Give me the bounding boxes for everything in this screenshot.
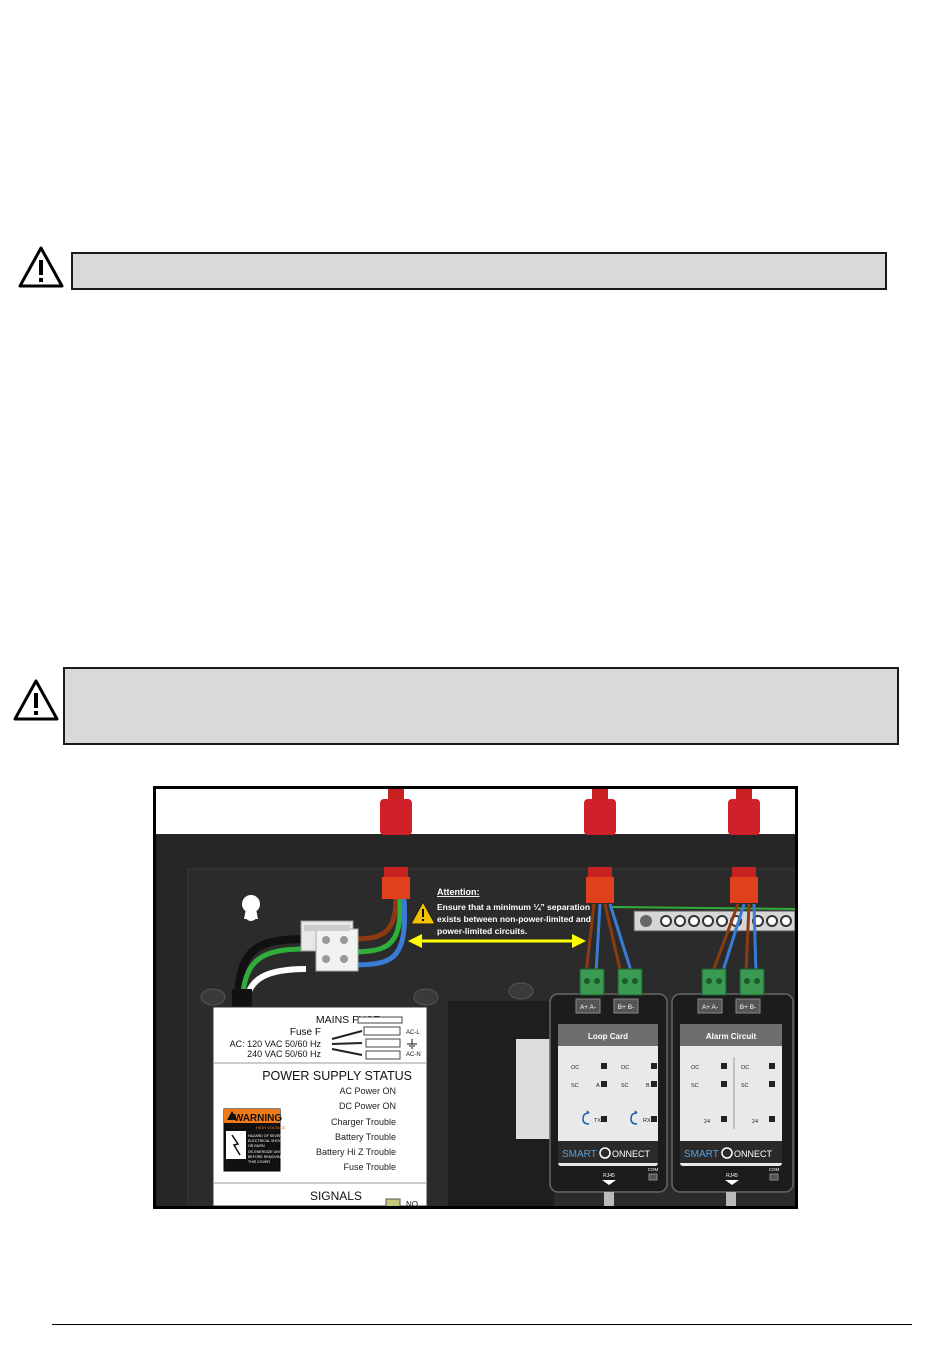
loop-card-terminals-a: A+ A- (580, 1004, 596, 1011)
signals-no-label: NO (406, 1200, 418, 1206)
alarm-card-24v-right: 24 (752, 1119, 758, 1125)
loop-card-oc-left: OC (571, 1065, 579, 1071)
warning-sticker-text-4: DE-ENERGIZE UNIT (248, 1150, 283, 1154)
signals-title: SIGNALS (310, 1189, 362, 1203)
alarm-card-oc-left: OC (691, 1065, 699, 1071)
ac-terminal-block (300, 920, 359, 972)
loop-card-rx-label: RX (643, 1118, 651, 1124)
warning-triangle-icon (13, 679, 59, 721)
warning-sticker-text-1: HAZARD OF SEVERE (248, 1134, 285, 1138)
loop-card-b-label: B (646, 1083, 650, 1089)
loop-card-tx-label: TX (594, 1118, 601, 1124)
alarm-card-terminal-b (739, 968, 765, 996)
loop-card-sc-right: SC (621, 1083, 629, 1089)
fuse-f-label: Fuse F (290, 1027, 321, 1038)
footer-rule (52, 1324, 912, 1325)
loop-card-terminal-a (579, 968, 605, 996)
warning-sticker-title: WARNING (234, 1113, 283, 1124)
ground-icon (407, 1039, 417, 1049)
cable-gland-1 (380, 789, 412, 899)
warning-sticker-text-6: THIS COVER (248, 1160, 270, 1164)
separation-arrow (408, 934, 586, 948)
loop-card-rj45: RJ45 (603, 1173, 615, 1179)
keyhole-icon (242, 895, 260, 921)
alarm-circuit-module: Alarm Circuit A+ A- B+ B- OC OC SC SC 24… (671, 968, 794, 1193)
loop-card-terminals-b: B+ B- (618, 1004, 634, 1011)
cable-gland-3 (728, 789, 760, 903)
warning-sticker-sub: HIGH VOLTAGE (256, 1125, 286, 1130)
attention-line-1: Ensure that a minimum ¼” separation (437, 902, 590, 912)
loop-card-brand-connect: ONNECT (612, 1149, 651, 1159)
attention-title: Attention: (437, 887, 480, 897)
ac-rating-line-2: 240 VAC 50/60 Hz (247, 1049, 321, 1059)
loop-card-oc-right: OC (621, 1065, 629, 1071)
caution-note-box (71, 252, 887, 290)
alarm-card-brand-smart: SMART (684, 1149, 719, 1160)
alarm-card-sc-left: SC (691, 1083, 699, 1089)
alarm-card-brand-connect: ONNECT (734, 1149, 773, 1159)
cable-gland-2 (584, 789, 616, 903)
warning-sticker-text-2: ELECTRICAL SHOCK (248, 1139, 284, 1143)
warning-note-box (63, 667, 899, 745)
ac-n-label: AC-N (406, 1052, 421, 1058)
alarm-card-com: COM (769, 1167, 780, 1172)
attention-line-3: power-limited circuits. (437, 926, 527, 936)
loop-card-brand-smart: SMART (562, 1149, 597, 1160)
loop-card-a-label: A (596, 1083, 600, 1089)
power-supply-status-title: POWER SUPPLY STATUS (262, 1069, 412, 1083)
loop-card-module: Loop Card A+ A- B+ B- OC OC SC SC A B TX… (549, 968, 668, 1193)
loop-card-sc-left: SC (571, 1083, 579, 1089)
status-battery-hi-z-trouble: Battery Hi Z Trouble (316, 1147, 396, 1157)
loop-rx-icon (630, 1110, 638, 1125)
ac-rating-line-1: AC: 120 VAC 50/60 Hz (230, 1039, 322, 1049)
alarm-card-terminal-a (701, 968, 727, 996)
alarm-card-title: Alarm Circuit (706, 1032, 757, 1041)
status-fuse-trouble: Fuse Trouble (343, 1162, 396, 1172)
alarm-card-24v-left: 24 (704, 1119, 710, 1125)
status-charger-trouble: Charger Trouble (331, 1117, 396, 1127)
power-supply-label: MAINS FUSE Fuse F AC: 120 VAC 50/60 Hz 2… (212, 1006, 428, 1206)
alarm-card-terminals-a: A+ A- (702, 1004, 718, 1011)
loop-card-terminal-b (617, 968, 643, 996)
ground-bus-bar (610, 906, 795, 932)
ac-l-label: AC-L (406, 1030, 420, 1036)
attention-warning-icon (410, 900, 436, 925)
status-dc-power-on: DC Power ON (339, 1101, 396, 1111)
status-ac-power-on: AC Power ON (339, 1086, 396, 1096)
loop-tx-icon (582, 1110, 590, 1125)
loop-card-com: COM (648, 1167, 659, 1172)
warning-triangle-icon (18, 246, 64, 288)
status-battery-trouble: Battery Trouble (335, 1132, 396, 1142)
attention-line-2: exists between non-power-limited and (437, 914, 591, 924)
warning-sticker-text-3: OR BURN (248, 1144, 265, 1148)
alarm-card-rj45: RJ45 (726, 1173, 738, 1179)
alarm-card-terminals-b: B+ B- (740, 1004, 756, 1011)
wiring-figure: Attention: Ensure that a minimum ¼” sepa… (153, 786, 798, 1209)
warning-sticker-text-5: BEFORE REMOVING (248, 1155, 284, 1159)
loop-card-title: Loop Card (588, 1032, 628, 1041)
alarm-card-oc-right: OC (741, 1065, 749, 1071)
alarm-card-sc-right: SC (741, 1083, 749, 1089)
high-voltage-warning-sticker: WARNING HIGH VOLTAGE HAZARD OF SEVERE EL… (223, 1108, 286, 1172)
